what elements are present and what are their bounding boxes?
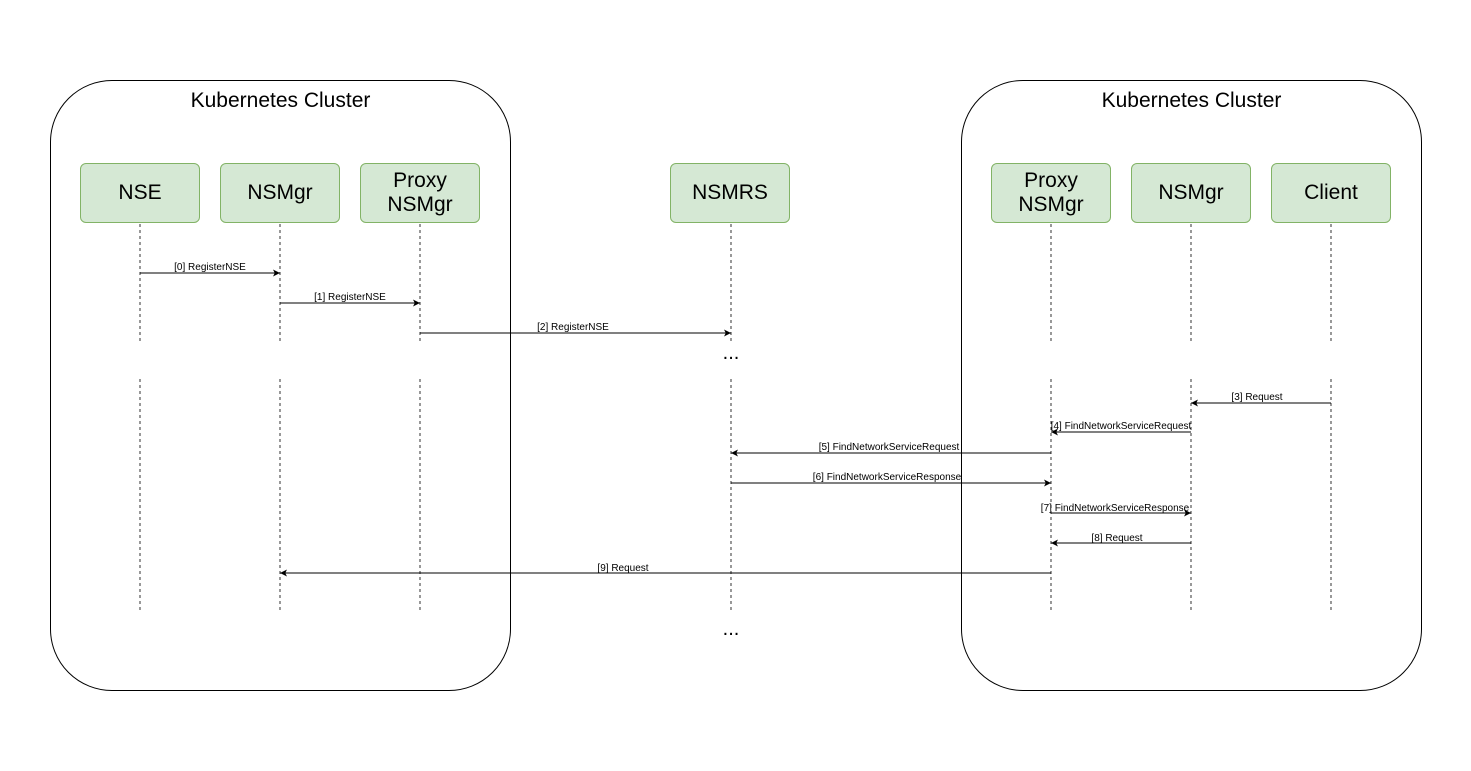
actor-proxy-nsmgr-right: Proxy NSMgr	[991, 163, 1111, 223]
actor-nsmrs: NSMRS	[670, 163, 790, 223]
cluster-title: Kubernetes Cluster	[1101, 89, 1282, 112]
ellipsis-top: ...	[722, 342, 740, 364]
actor-client: Client	[1271, 163, 1391, 223]
cluster-title: Kubernetes Cluster	[190, 89, 371, 112]
message-label-2: [2] RegisterNSE	[537, 322, 609, 333]
cluster-left: Kubernetes Cluster	[50, 80, 511, 691]
actor-nsmgr-left: NSMgr	[220, 163, 340, 223]
message-label-4: [4] FindNetworkServiceRequest	[1050, 421, 1192, 432]
actor-nse: NSE	[80, 163, 200, 223]
actor-proxy-nsmgr-left: Proxy NSMgr	[360, 163, 480, 223]
message-label-1: [1] RegisterNSE	[314, 292, 386, 303]
message-label-5: [5] FindNetworkServiceRequest	[818, 442, 960, 453]
message-label-6: [6] FindNetworkServiceResponse	[812, 472, 962, 483]
message-label-0: [0] RegisterNSE	[174, 262, 246, 273]
message-label-7: [7] FindNetworkServiceResponse	[1040, 503, 1190, 514]
message-label-8: [8] Request	[1091, 533, 1143, 544]
actor-nsmgr-right: NSMgr	[1131, 163, 1251, 223]
message-label-3: [3] Request	[1231, 392, 1283, 403]
message-label-9: [9] Request	[597, 563, 649, 574]
cluster-right: Kubernetes Cluster	[961, 80, 1422, 691]
ellipsis-bottom: ...	[722, 618, 740, 640]
